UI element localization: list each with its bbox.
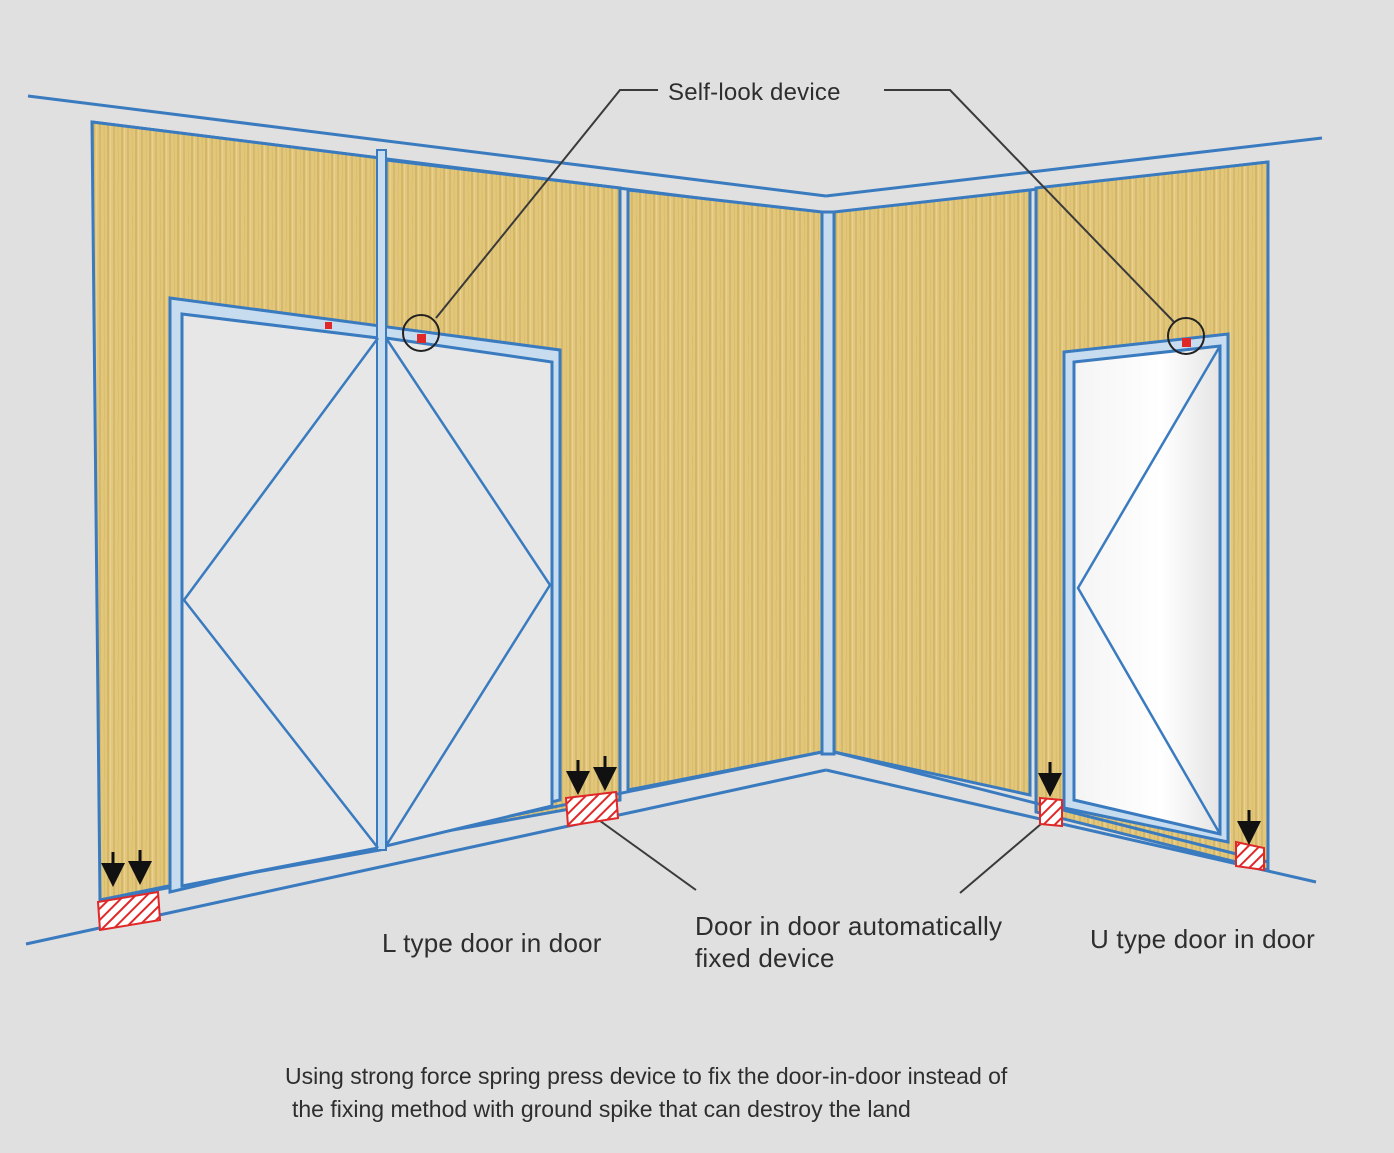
leader-lines [435,89,1175,894]
l-door-left-swing-lines [182,337,380,849]
u-type-door [1062,332,1230,844]
l-door-leaf-right [384,336,554,848]
u-door-leaf [1072,344,1222,836]
fixing-blocks [96,790,1265,932]
l-door-right-swing-lines [384,337,552,847]
l-type-door-label: L type door in door [382,928,602,958]
fixed-device-label-line1: Door in door automatically [695,911,1003,941]
hatched-block-icon [1039,796,1063,828]
right-wall-panel-1 [832,188,1032,797]
hatched-block-icon [564,790,620,828]
lock-circle-icon [402,314,440,352]
self-lock-device-label: Self-look device [668,79,841,106]
l-type-door [168,149,562,894]
caption-line-1: Using strong force spring press device t… [285,1063,1008,1089]
l-door-leaf-left [180,312,380,888]
corner-post [820,210,836,756]
fixed-device-label: Door in door automatically fixed device [695,910,1002,974]
lock-point-right [1182,338,1191,347]
caption-line-2: the fixing method with ground spike that… [292,1096,911,1122]
press-arrows [101,756,1261,887]
hatched-block-icon [1235,840,1265,872]
hatched-block-icon [96,890,162,932]
lock-point-left [417,334,426,343]
u-type-door-label: U type door in door [1090,924,1315,954]
lock-circle-icon [1167,317,1205,355]
left-wall-panel-3 [626,188,824,792]
l-door-lock-point-small [325,322,332,329]
l-door-center-mullion [376,149,387,851]
self-lock-markers [402,314,1205,355]
u-door-swing-lines [1076,345,1222,835]
fixed-device-label-line2: fixed device [695,943,835,973]
